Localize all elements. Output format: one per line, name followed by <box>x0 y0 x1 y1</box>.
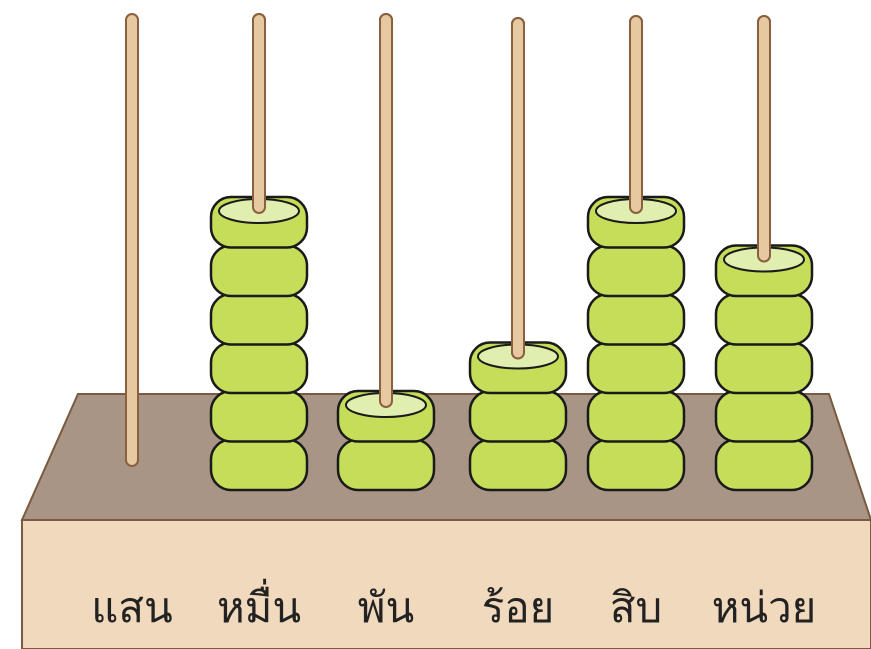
place-value-label: หน่วย <box>712 583 817 632</box>
place-value-label: หมื่น <box>217 579 301 632</box>
abacus-bead <box>588 440 684 491</box>
abacus-bead <box>716 294 812 345</box>
abacus-rod-segment <box>630 16 642 213</box>
abacus-bead <box>716 343 812 394</box>
abacus-bead <box>588 343 684 394</box>
abacus-rod-segment <box>758 16 770 262</box>
abacus-bead <box>211 294 307 345</box>
abacus-bead <box>211 391 307 442</box>
abacus-bead <box>211 440 307 491</box>
abacus-bead <box>470 391 566 442</box>
place-value-label: พัน <box>358 583 414 632</box>
place-value-label: ร้อย <box>482 583 554 632</box>
abacus-bead <box>716 440 812 491</box>
abacus-bead <box>588 294 684 345</box>
abacus-bead <box>211 246 307 297</box>
abacus-rod-segment <box>512 18 524 359</box>
abacus-bead <box>470 440 566 491</box>
abacus-bead <box>338 440 434 491</box>
abacus-rod-segment <box>253 14 265 213</box>
abacus-bead <box>588 391 684 442</box>
abacus-bead <box>588 246 684 297</box>
abacus-bead <box>716 391 812 442</box>
place-value-label: สิบ <box>610 583 662 632</box>
abacus-rod <box>126 14 138 466</box>
place-value-label: แสน <box>91 583 172 632</box>
abacus-rod-segment <box>380 14 392 407</box>
abacus-bead <box>211 343 307 394</box>
